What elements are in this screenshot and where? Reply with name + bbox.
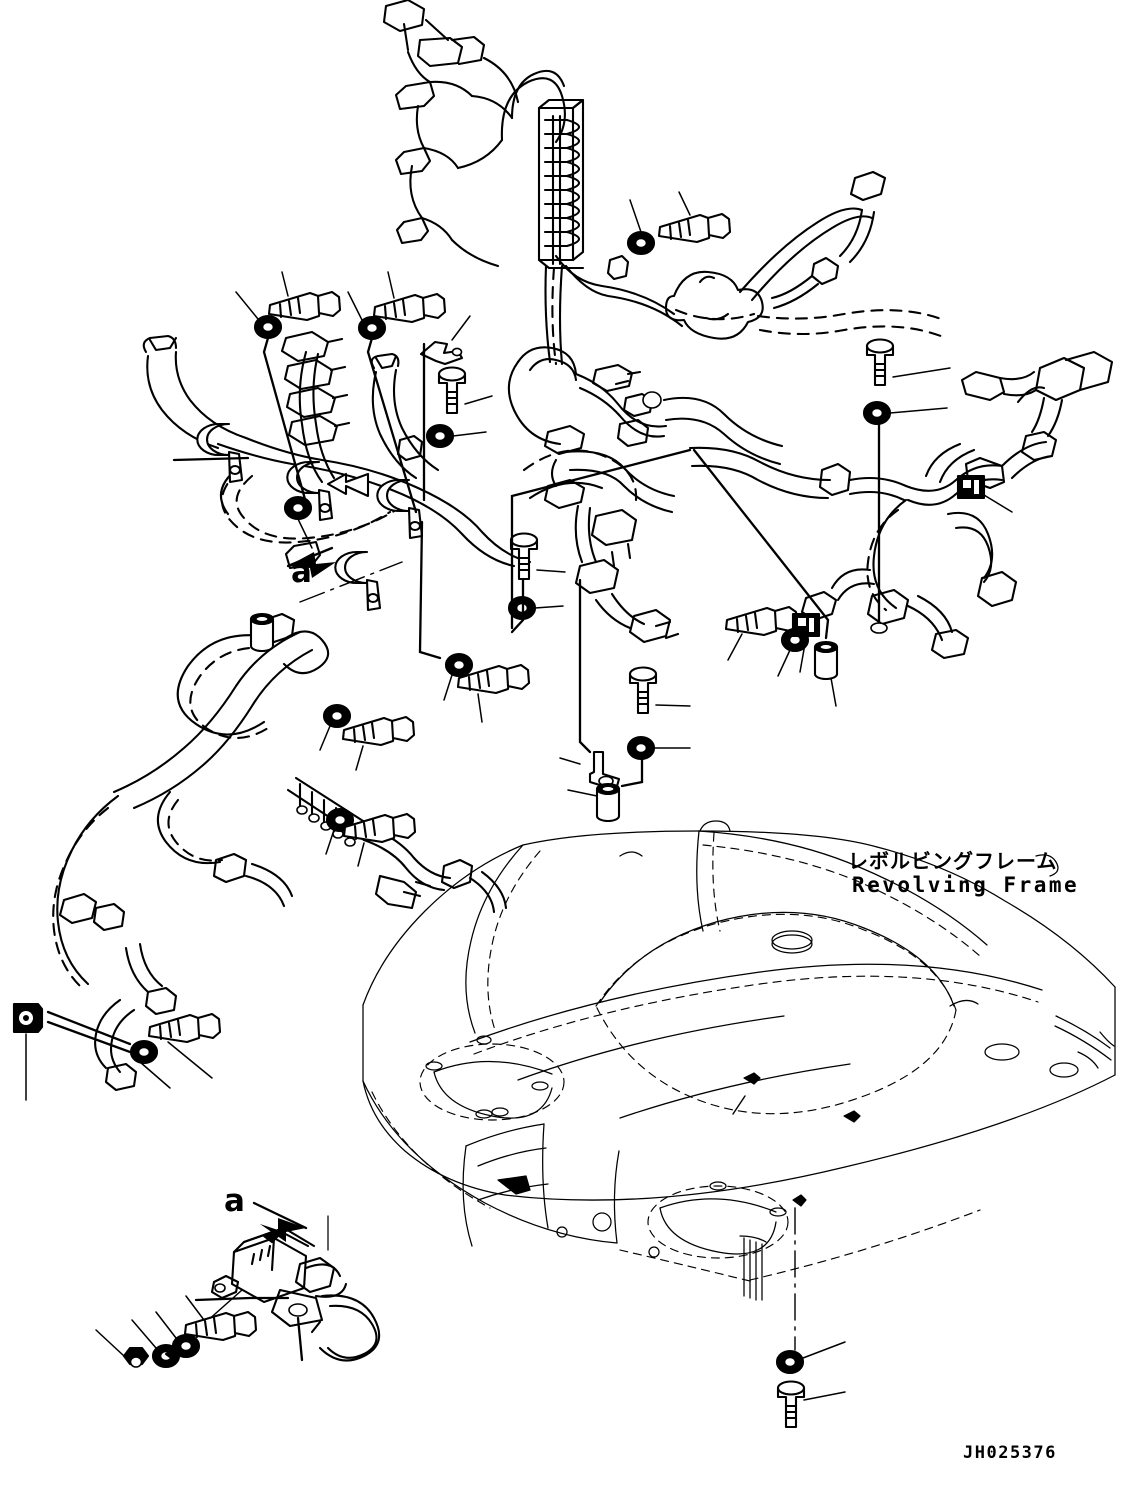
revolving-frame-label-jp: レボルビングフレーム [848,849,1058,873]
clamp-left-3 [334,550,382,612]
callout-c07 [419,315,471,366]
callout-c15 [862,400,948,426]
callout-c19 [724,605,799,661]
callout-c42 [776,1380,846,1429]
connector-block-bank [537,98,585,270]
callout-c29 [319,703,352,751]
harness-left-assembly [12,330,532,1092]
callout-c06 [347,291,387,341]
harness-upper-assembly [382,0,948,366]
callout-c39 [183,1295,258,1342]
callout-c26 [626,735,691,761]
harness-right-assembly [800,350,1114,660]
callout-c38 [155,1311,201,1359]
connector-fan-top [382,0,520,268]
callout-c36 [95,1329,150,1369]
section-arrow-lower [252,1201,329,1251]
callout-c18 [507,595,564,621]
callout-c16 [956,474,1013,513]
callout-c22 [813,640,839,707]
callout-c09 [425,423,487,449]
callout-c37 [131,1319,181,1369]
callout-c23 [443,652,474,701]
callout-c28 [567,782,621,823]
callout-c41 [775,1341,846,1375]
callout-c35 [147,1012,222,1079]
callout-c21 [791,612,821,673]
callout-c25 [628,666,691,715]
callout-c32 [342,812,417,867]
clamp-left-1 [196,422,244,484]
callout-c17 [509,532,566,581]
section-mark-a-lower: a [224,1183,245,1219]
callout-c01 [657,191,732,244]
callout-c12 [283,495,313,549]
detail-a-assembly [95,1226,381,1369]
callout-c24 [456,663,531,723]
callout-c02 [626,199,656,256]
revolving-frame-label-en: Revolving Frame [852,873,1080,897]
callout-c08 [437,366,493,415]
section-mark-a-upper: a [291,554,312,590]
callout-c34 [129,1039,171,1089]
callout-c14 [865,338,951,387]
callout-c30 [341,715,416,771]
revolving-frame [362,820,1116,1301]
callout-c04 [235,291,283,340]
callout-c05 [372,271,447,324]
section-arrow-upper [286,546,403,603]
drawing-number: JH025376 [963,1443,1057,1463]
callout-c31 [325,807,355,855]
connector-stack-left [280,330,351,484]
harness-centre-assembly [507,346,908,644]
callout-c20 [777,627,810,677]
callout-c27 [559,750,621,792]
solenoid-housing [664,270,948,340]
callout-c03 [267,271,342,322]
